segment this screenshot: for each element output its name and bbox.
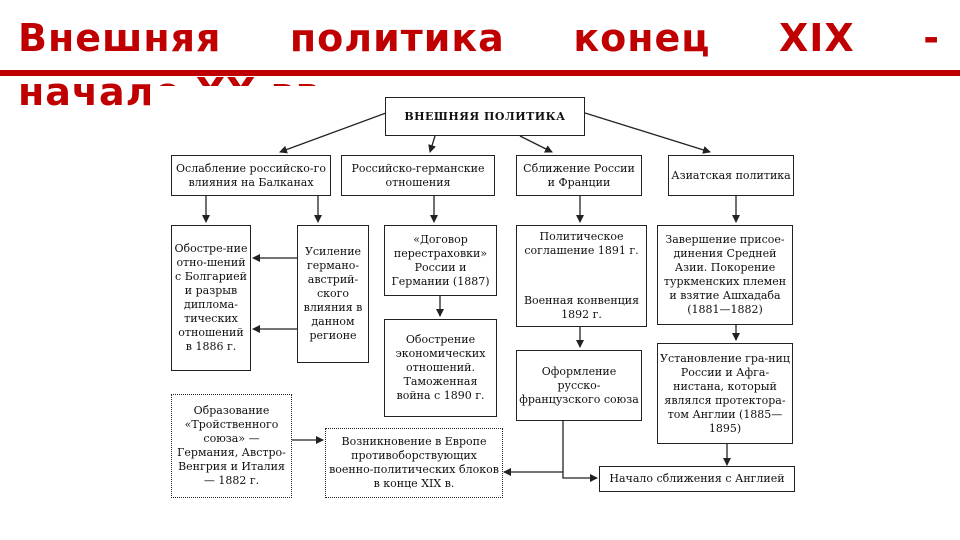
england-box: Начало сближения с Англией <box>599 466 795 492</box>
german-b-box: Обострение экономических отношений. Тамо… <box>384 319 497 417</box>
title-underline-bar <box>0 70 960 76</box>
arrow-head-balkans <box>279 112 387 154</box>
balkans-b-box: Усиление германо-австрий-ского влияния в… <box>297 225 369 363</box>
arrow-head-france <box>519 135 553 153</box>
asia-a-box: Завершение присое-динения Средней Азии. … <box>657 225 793 325</box>
arrow-head-asia <box>584 112 711 154</box>
arrow-head-german <box>428 135 436 153</box>
triple-alliance-box: Образование «Тройственного союза» — Герм… <box>171 394 292 498</box>
france-a-military: Военная конвенция 1892 г. <box>523 294 640 321</box>
german-box: Российско-германские отношения <box>341 155 495 196</box>
france-a-box: Политическое соглашение 1891 г. Военная … <box>516 225 647 327</box>
slide-title-line1: Внешняя политика конец XIX - <box>18 16 940 60</box>
france-box: Сближение России и Франции <box>516 155 642 196</box>
balkans-box: Ослабление российско-го влияния на Балка… <box>171 155 331 196</box>
blocs-box: Возникновение в Европе противоборствующи… <box>325 428 503 498</box>
france-b-box: Оформление русско-французского союза <box>516 350 642 421</box>
arrow-france-england <box>562 420 598 482</box>
balkans-a-box: Обостре-ние отно-шений с Болгарией и раз… <box>171 225 251 371</box>
france-a-political: Политическое соглашение 1891 г. <box>524 230 639 257</box>
diagram-head-box: ВНЕШНЯЯ ПОЛИТИКА <box>385 97 585 136</box>
german-a-box: «Договор перестраховки» России и Германи… <box>384 225 497 296</box>
asia-b-box: Установление гра-ниц России и Афга-ниста… <box>657 343 793 444</box>
asia-box: Азиатская политика <box>668 155 794 196</box>
